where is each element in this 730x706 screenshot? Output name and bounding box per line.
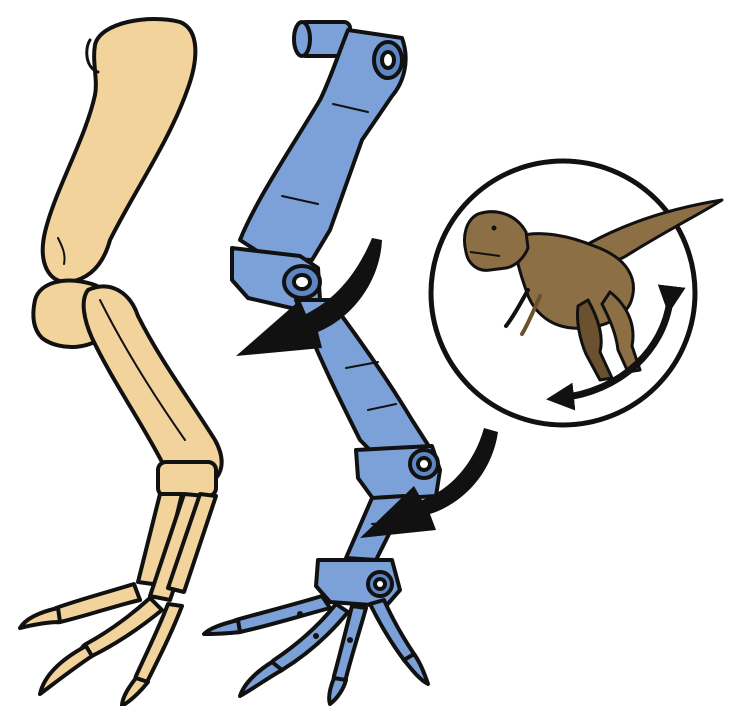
mech-toe (370, 600, 416, 664)
toe-claw (40, 646, 92, 694)
mech-claw (329, 678, 346, 704)
toe-claw (122, 678, 148, 706)
mechanical-leg (204, 22, 440, 704)
mech-claw (240, 662, 282, 696)
mech-claw (404, 654, 428, 684)
ankle-bone (158, 462, 216, 496)
fossil-leg (20, 19, 222, 706)
dino-head (465, 212, 529, 271)
mech-claw (204, 620, 240, 634)
femur-bone (43, 19, 196, 282)
toe-claw (20, 608, 60, 628)
tibia-bone (84, 286, 222, 486)
dinosaur-medallion (431, 161, 722, 425)
